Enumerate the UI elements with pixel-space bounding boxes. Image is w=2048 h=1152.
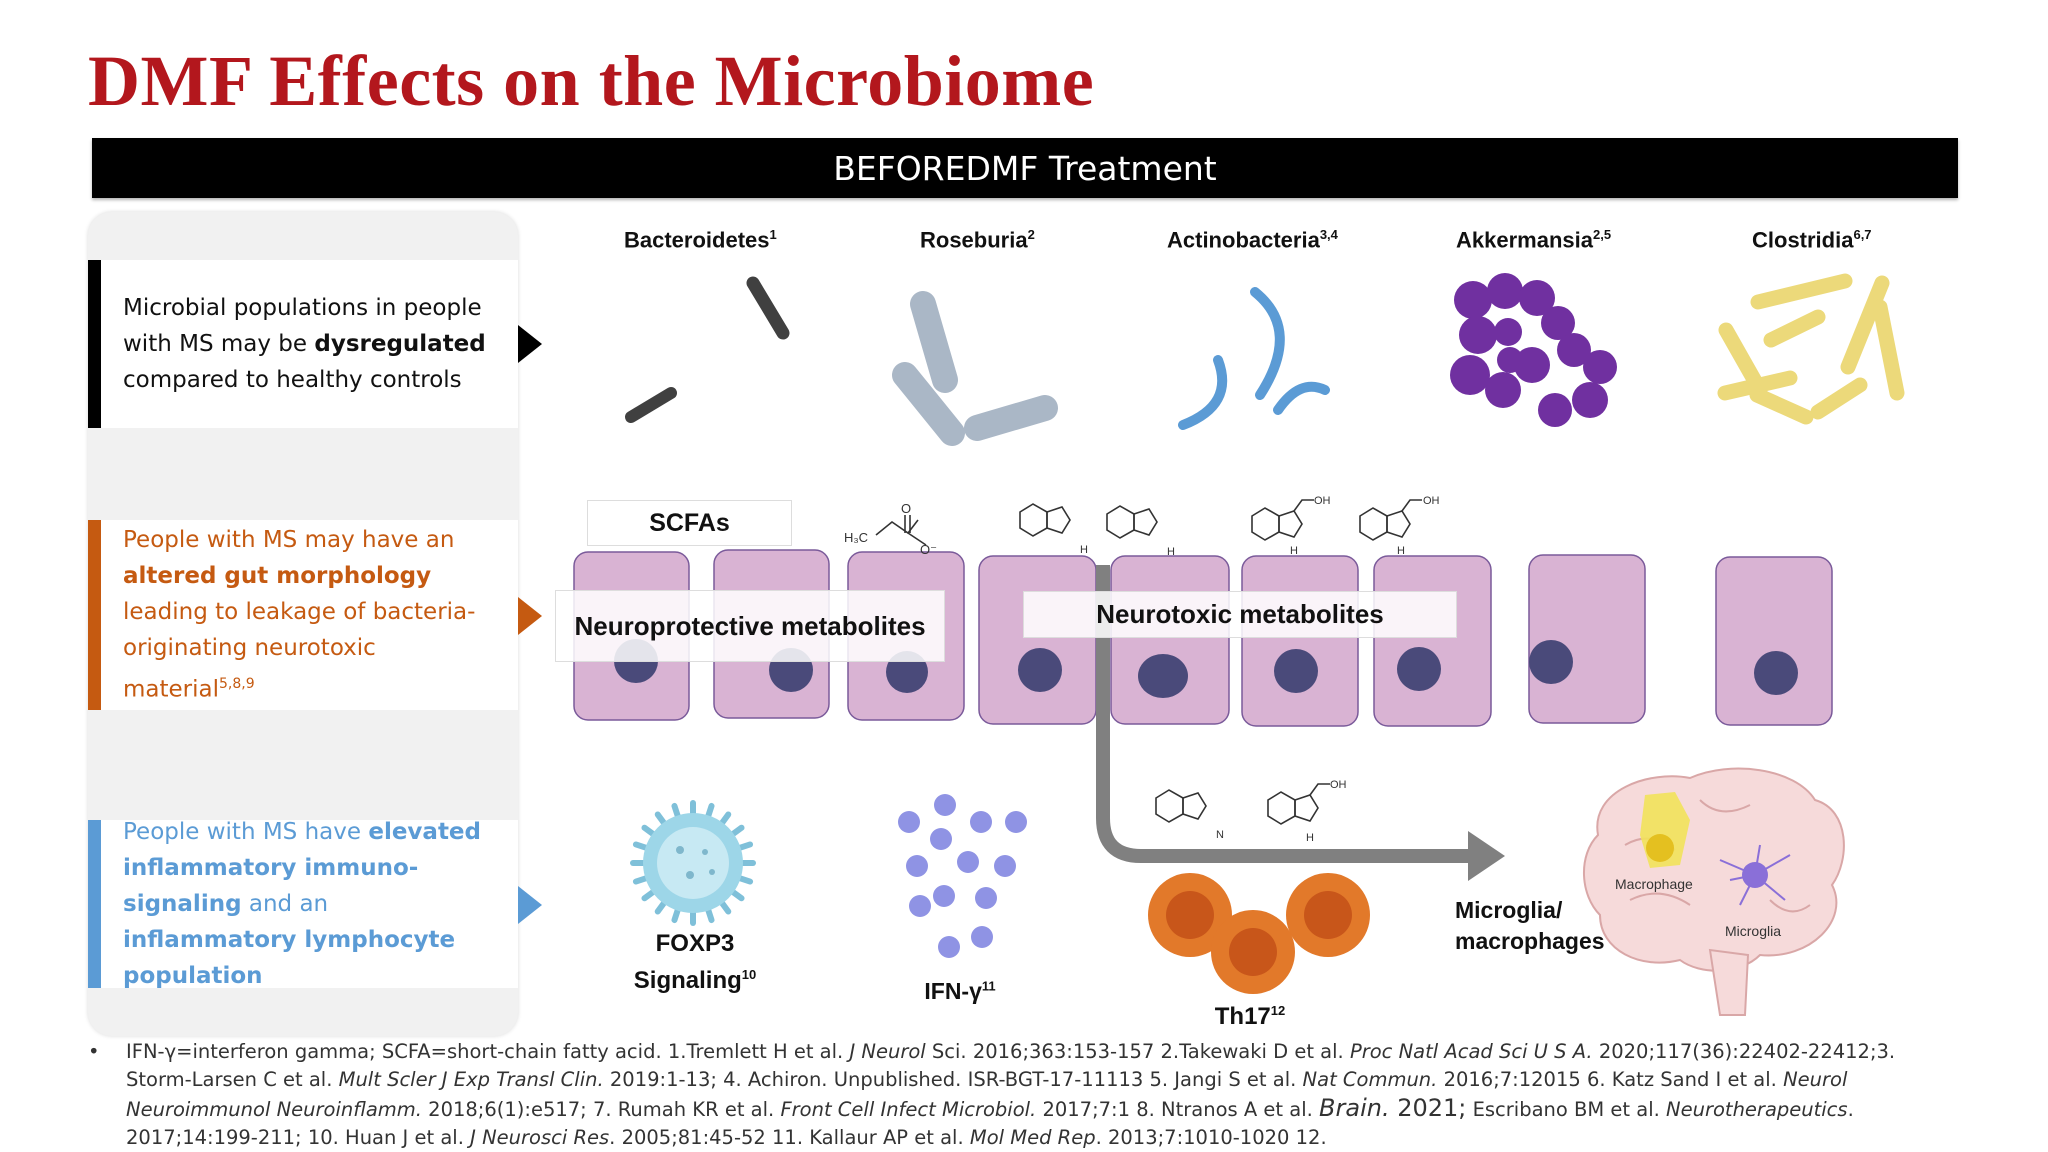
th17-cells <box>1148 873 1370 994</box>
chem-h-2: H <box>1167 546 1175 558</box>
propionate-structure <box>875 515 927 546</box>
chem-o: O <box>901 501 911 516</box>
dysregulation-text: Microbial populations in people with MS … <box>123 295 486 393</box>
foxp3-spike <box>728 824 745 838</box>
neurotoxic-metabolites-label: Neurotoxic metabolites <box>1023 591 1457 638</box>
label-clostridia: Clostridia6,7 <box>1752 227 1872 253</box>
leakage-arrow <box>1096 565 1505 881</box>
references-text: IFN-γ=interferon gamma; SCFA=short-chain… <box>126 1040 1896 1149</box>
label-roseburia: Roseburia2 <box>920 227 1035 253</box>
microglia-macrophages-label: Microglia/macrophages <box>1455 897 1605 954</box>
akkermansia-icon <box>1450 273 1617 427</box>
banner-strong: BEFORE <box>833 148 966 188</box>
foxp3-spike <box>654 811 668 828</box>
orange-triangle-arrow <box>518 597 542 635</box>
chem-h3c: H₃C <box>844 530 868 545</box>
foxp3-spike <box>641 888 658 902</box>
indole-structures <box>1019 499 1422 825</box>
ifn-gamma-dots <box>898 794 1027 958</box>
chem-oh-3: OH <box>1330 779 1347 791</box>
slide-title: DMF Effects on the Microbiome <box>88 41 1095 121</box>
foxp3-spike <box>718 811 732 828</box>
brain-microglia-label: Microglia <box>1725 923 1782 939</box>
label-actinobacteria: Actinobacteria3,4 <box>1167 227 1338 253</box>
bacteroidetes-icon <box>625 276 790 423</box>
chem-o-minus: O⁻ <box>920 542 937 557</box>
roseburia-icon <box>892 291 1058 446</box>
chem-h-1: H <box>1080 544 1088 556</box>
gut-morphology-text: People with MS may have an altered gut m… <box>123 527 476 703</box>
before-treatment-banner: BEFORE DMF Treatment <box>92 138 1958 198</box>
chem-oh-2: OH <box>1423 495 1440 507</box>
immuno-signaling-panel: People with MS have elevated inflammator… <box>88 819 518 989</box>
clostridia-icon <box>1717 273 1905 425</box>
th17-label: Th1712 <box>1214 1003 1286 1030</box>
actinobacteria-icon <box>1178 287 1330 430</box>
scfa-label: SCFAs <box>587 500 792 546</box>
gut-morphology-panel: People with MS may have an altered gut m… <box>88 520 518 710</box>
black-accent-bar <box>88 260 101 428</box>
label-bacteroidetes: Bacteroidetes1 <box>624 227 777 253</box>
chem-oh-1: OH <box>1314 495 1331 507</box>
brain-illustration <box>1583 767 1845 1016</box>
orange-accent-bar <box>88 520 101 710</box>
label-akkermansia: Akkermansia2,5 <box>1456 227 1612 253</box>
black-triangle-arrow <box>518 325 542 363</box>
foxp3-spike <box>654 898 668 915</box>
immuno-signaling-text: People with MS have elevated inflammator… <box>123 819 481 989</box>
foxp3-spike <box>641 824 658 838</box>
foxp3-signaling-icon <box>630 800 756 926</box>
blue-accent-bar <box>88 820 101 988</box>
foxp3-spike <box>718 898 732 915</box>
ifng-label: IFN-γ11 <box>924 978 996 1004</box>
references-footer: • IFN-γ=interferon gamma; SCFA=short-cha… <box>88 1038 1918 1152</box>
chem-h-4: H <box>1397 545 1405 557</box>
neuroprotective-metabolites-label: Neuroprotective metabolites <box>555 590 945 662</box>
banner-rest: DMF Treatment <box>965 148 1217 188</box>
chem-n-1: N <box>1216 829 1224 841</box>
dysregulation-panel: Microbial populations in people with MS … <box>88 260 518 428</box>
footer-bullet: • <box>88 1040 100 1063</box>
chem-h-3: H <box>1290 545 1298 557</box>
blue-triangle-arrow <box>518 886 542 924</box>
chem-h-5: H <box>1306 832 1314 844</box>
brain-macrophage-label: Macrophage <box>1615 876 1693 892</box>
foxp3-spike <box>728 888 745 902</box>
